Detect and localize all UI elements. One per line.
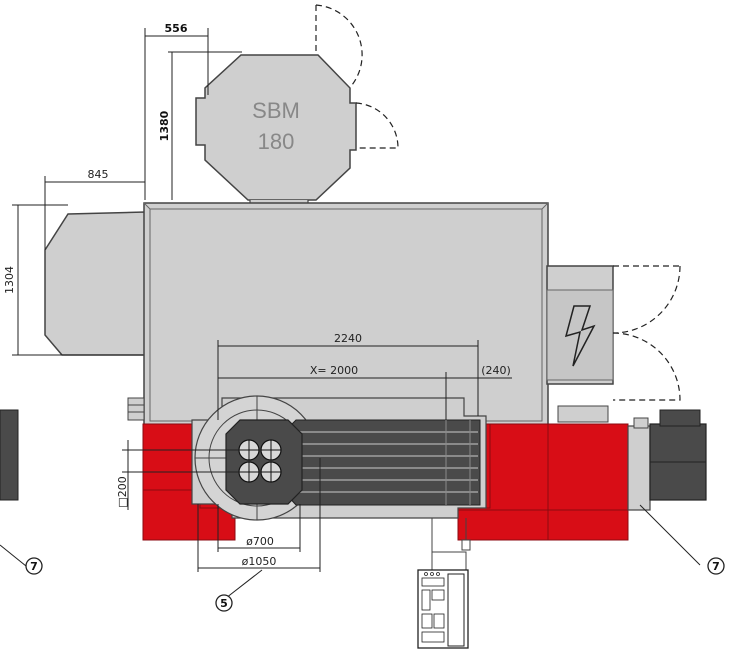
left-motor xyxy=(0,409,19,501)
dim-240: (240) xyxy=(481,364,511,377)
tool-magazine xyxy=(285,419,481,506)
main-housing xyxy=(143,202,549,426)
dim-845: 845 xyxy=(88,168,109,181)
callout-7-left xyxy=(25,557,43,575)
dim-2240: 2240 xyxy=(334,332,362,345)
dim-200-square: □200 xyxy=(116,476,129,507)
dim-diameter-1050: ø1050 xyxy=(242,555,277,568)
callout-7-right xyxy=(707,557,725,575)
lightning-bolt-icon xyxy=(564,305,596,367)
callout-5-label: 5 xyxy=(220,597,228,610)
dim-1380: 1380 xyxy=(158,110,171,141)
callout-5 xyxy=(215,594,233,612)
callout-7-left-label: 7 xyxy=(30,560,38,573)
callout-7-right-label: 7 xyxy=(712,560,720,573)
spindle-head xyxy=(225,419,303,505)
left-motor-housing xyxy=(44,211,146,356)
dim-556: 556 xyxy=(165,22,188,35)
dim-1304: 1304 xyxy=(3,266,16,294)
machine-size-label: 180 xyxy=(258,129,295,154)
door-swing-top-2 xyxy=(355,102,399,149)
door-swing-cabinet-2 xyxy=(612,332,681,401)
machine-model-label: SBM xyxy=(252,98,300,123)
door-swing-cabinet xyxy=(612,265,681,334)
sbm-housing xyxy=(195,54,357,201)
right-coupling xyxy=(627,425,651,511)
door-swing-top xyxy=(315,4,363,86)
dim-x-2000: X= 2000 xyxy=(310,364,358,377)
connector-block xyxy=(127,397,145,421)
dim-diameter-700: ø700 xyxy=(246,535,274,548)
